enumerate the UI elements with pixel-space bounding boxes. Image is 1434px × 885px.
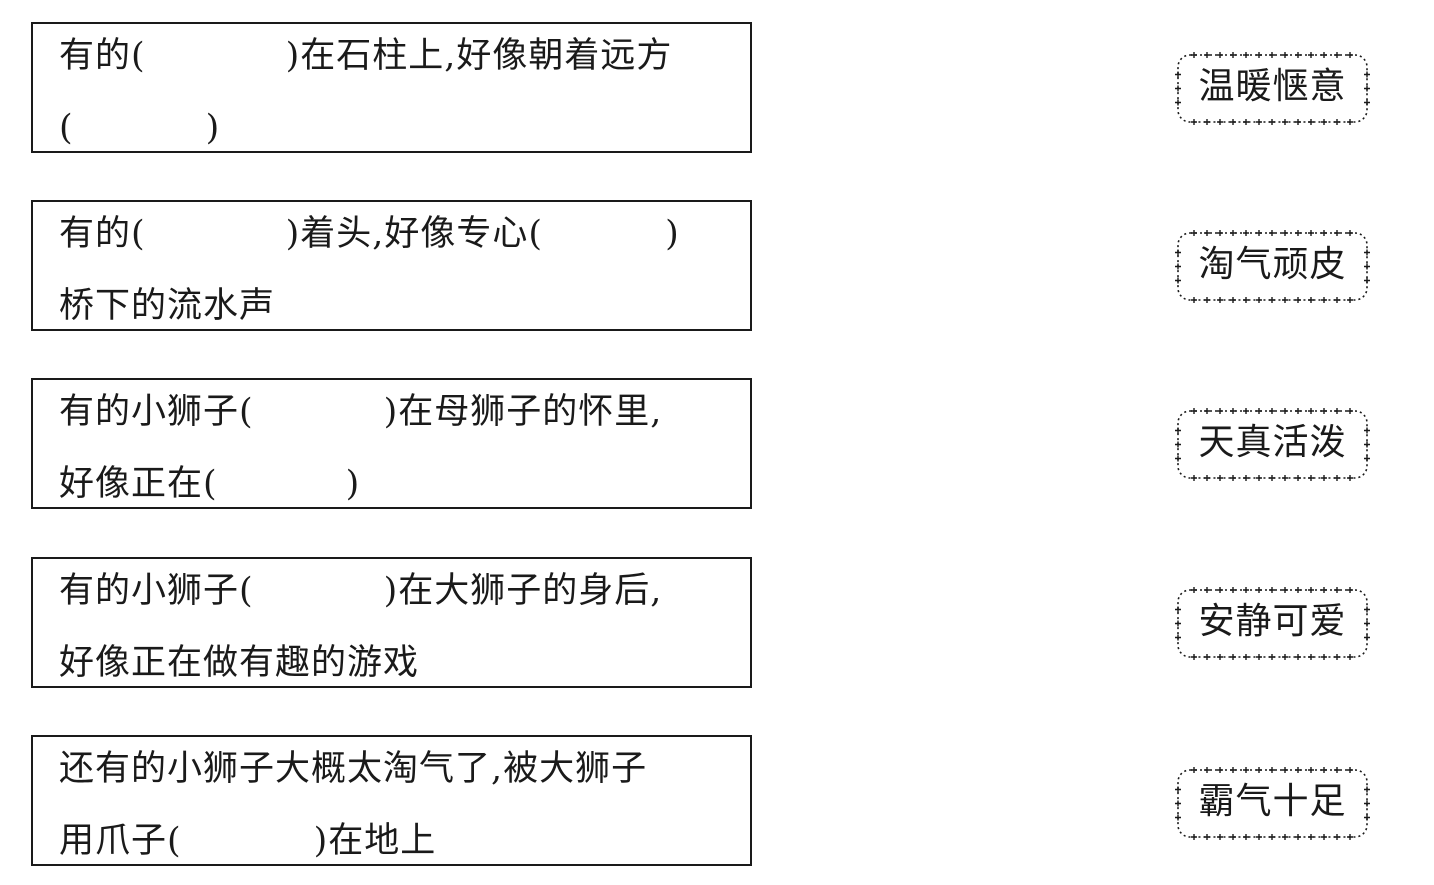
sentence-box-3: 有的小狮子( )在母狮子的怀里, 好像正在() (31, 378, 752, 509)
sentence-line: 有的( )着头,好像专心() (59, 214, 680, 254)
sentence-text: )在母狮子的怀里, (383, 392, 663, 432)
sentence-line: () (59, 108, 220, 148)
word-card-5[interactable]: 霸气十足 (1172, 764, 1373, 843)
word-card-label: 淘气顽皮 (1198, 244, 1347, 285)
sentence-text: ) (345, 464, 361, 504)
sentence-text: )在地上 (313, 821, 437, 861)
dotted-frame-icon (1175, 408, 1370, 481)
dotted-frame-icon (1175, 767, 1370, 840)
sentence-text: ) (665, 214, 680, 254)
word-card-1[interactable]: 温暖惬意 (1172, 49, 1373, 128)
sentence-text: ) (205, 108, 221, 148)
word-card-label: 霸气十足 (1198, 781, 1347, 822)
sentence-text: 还有的小狮子大概太淘气了,被大狮子 (59, 749, 648, 789)
sentence-box-1: 有的( )在石柱上,好像朝着远方 () (31, 22, 752, 153)
sentence-text: 有的( (59, 36, 146, 76)
sentence-line: 桥下的流水声 (59, 286, 275, 326)
sentence-line: 有的小狮子( )在大狮子的身后, (59, 571, 662, 611)
sentence-line: 有的( )在石柱上,好像朝着远方 (59, 36, 672, 76)
dotted-frame-icon (1175, 52, 1370, 125)
sentence-text: ( (59, 108, 74, 148)
sentence-text: 好像正在做有趣的游戏 (59, 643, 420, 683)
sentence-line: 用爪子( )在地上 (59, 821, 436, 861)
word-card-label: 天真活泼 (1198, 422, 1347, 463)
sentence-box-4: 有的小狮子( )在大狮子的身后, 好像正在做有趣的游戏 (31, 557, 752, 688)
dotted-frame-icon (1175, 587, 1370, 660)
sentence-text: 有的( (59, 214, 146, 254)
sentence-line: 有的小狮子( )在母狮子的怀里, (59, 392, 662, 432)
sentence-text: 桥下的流水声 (59, 286, 276, 326)
word-card-4[interactable]: 安静可爱 (1172, 584, 1373, 663)
sentence-line: 好像正在做有趣的游戏 (59, 643, 419, 683)
dotted-frame-icon (1175, 230, 1370, 303)
sentence-line: 还有的小狮子大概太淘气了,被大狮子 (59, 749, 647, 789)
word-card-label: 温暖惬意 (1198, 66, 1347, 107)
sentence-text: )在大狮子的身后, (383, 571, 663, 611)
sentence-line: 好像正在() (59, 464, 360, 504)
sentence-text: )在石柱上,好像朝着远方 (285, 36, 673, 76)
sentence-text: 有的小狮子( (59, 571, 254, 611)
sentence-text: 好像正在( (59, 464, 218, 504)
word-card-label: 安静可爱 (1198, 601, 1347, 642)
sentence-text: )着头,好像专心( (285, 214, 544, 254)
word-card-2[interactable]: 淘气顽皮 (1172, 227, 1373, 306)
sentence-box-2: 有的( )着头,好像专心() 桥下的流水声 (31, 200, 752, 331)
sentence-box-5: 还有的小狮子大概太淘气了,被大狮子 用爪子( )在地上 (31, 735, 752, 866)
sentence-text: 用爪子( (59, 821, 182, 861)
sentence-text: 有的小狮子( (59, 392, 254, 432)
word-card-3[interactable]: 天真活泼 (1172, 405, 1373, 484)
